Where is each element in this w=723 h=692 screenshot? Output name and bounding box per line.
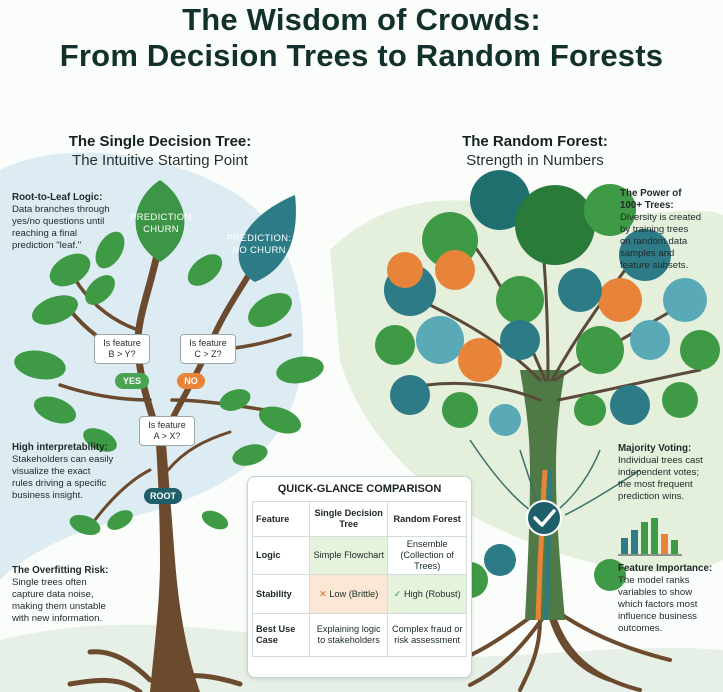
- prediction-no-churn-label: PREDICTION: NO CHURN: [226, 233, 292, 257]
- main-title-line-2: From Decision Trees to Random Forests: [59, 38, 664, 73]
- row-single-value: Simple Flowchart: [308, 536, 389, 575]
- decision-node-b-y: Is feature B > Y?: [94, 334, 150, 364]
- yes-branch-tag: YES: [115, 373, 149, 389]
- row-forest-value: Ensemble (Collection of Trees): [387, 536, 467, 575]
- note-importance-line: which factors most: [618, 599, 698, 610]
- note-root-to-leaf-line: yes/no questions until: [12, 216, 105, 227]
- prediction-churn-label: PREDICTION: CHURN: [130, 212, 195, 236]
- bar-chart-icon: [618, 518, 682, 556]
- row-single-value-text: Low (Brittle): [329, 588, 379, 599]
- comparison-title: QUICK-GLANCE COMPARISON: [277, 483, 442, 495]
- decision-node-a-x: Is feature A > X?: [139, 416, 195, 446]
- note-majority-title: Majority Voting:: [618, 443, 692, 454]
- prediction-churn-label-line-2: CHURN: [143, 224, 179, 235]
- row-single-value: ✕ Low (Brittle): [308, 574, 389, 614]
- note-power-line: Diversity is created: [620, 212, 702, 223]
- note-importance-title: Feature Importance:: [618, 563, 713, 574]
- note-power-title-line-2: 100+ Trees:: [620, 200, 674, 211]
- note-power-title-line-1: The Power of: [620, 188, 682, 199]
- check-mark-icon: ✓: [393, 588, 402, 599]
- decision-node-b-y-line-2: B > Y?: [108, 349, 136, 359]
- row-feature: Logic: [252, 536, 310, 575]
- note-power-of-trees: The Power of 100+ Trees: Diversity is cr…: [620, 188, 720, 272]
- note-interpretability: High interpretability: Stakeholders can …: [12, 442, 137, 502]
- left-section-title: The Single Decision Tree:: [68, 133, 252, 150]
- row-feature: Best Use Case: [252, 613, 310, 657]
- note-interpretability-line: rules driving a specific: [12, 478, 107, 489]
- note-root-to-leaf-line: reaching a final: [12, 228, 78, 239]
- left-section-subtitle: The Intuitive Starting Point: [72, 152, 248, 169]
- comparison-panel: QUICK-GLANCE COMPARISON Feature Single D…: [247, 476, 472, 678]
- no-branch-tag: NO: [177, 373, 205, 389]
- x-mark-icon: ✕: [319, 588, 327, 599]
- note-importance-line: The model ranks: [618, 575, 690, 586]
- table-row: Best Use Case Explaining logic to stakeh…: [252, 613, 467, 657]
- note-majority-voting: Majority Voting: Individual trees cast i…: [618, 443, 722, 503]
- root-tag: ROOT: [144, 488, 182, 504]
- note-importance-line: variables to show: [618, 587, 693, 598]
- right-section-title: The Random Forest:: [462, 133, 608, 150]
- note-interpretability-line: visualize the exact: [12, 466, 91, 477]
- comparison-header-row: Feature Single Decision Tree Random Fore…: [252, 501, 467, 537]
- note-overfitting-line: Single trees often: [12, 577, 87, 588]
- decision-node-a-x-line-2: A > X?: [153, 431, 181, 441]
- note-overfitting-line: capture data noise,: [12, 589, 94, 600]
- note-interpretability-line: Stakeholders can easily: [12, 454, 114, 465]
- check-circle-icon: [526, 500, 562, 536]
- decision-node-a-x-line-1: Is feature: [148, 420, 186, 430]
- note-interpretability-title: High interpretability:: [12, 442, 108, 453]
- note-feature-importance: Feature Importance: The model ranks vari…: [618, 563, 722, 635]
- note-majority-line: the most frequent: [618, 479, 693, 490]
- note-power-line: feature subsets.: [620, 260, 689, 271]
- note-power-line: samples and: [620, 248, 675, 259]
- note-root-to-leaf-line: prediction "leaf.": [12, 240, 82, 251]
- decision-node-b-y-line-1: Is feature: [103, 338, 141, 348]
- note-power-line: by training trees: [620, 224, 689, 235]
- row-forest-value: ✓ High (Robust): [387, 574, 467, 614]
- note-interpretability-line: business insight.: [12, 490, 83, 501]
- row-forest-value-text: High (Robust): [403, 588, 461, 599]
- note-power-line: on random data: [620, 236, 688, 247]
- table-row: Logic Simple Flowchart Ensemble (Collect…: [252, 536, 467, 575]
- right-section-subtitle: Strength in Numbers: [466, 152, 604, 169]
- row-forest-value: Complex fraud or risk assessment: [387, 613, 467, 657]
- random-forest-graphic: [375, 170, 720, 692]
- note-root-to-leaf: Root-to-Leaf Logic: Data branches throug…: [12, 192, 137, 252]
- decision-node-c-z-line-2: C > Z?: [194, 349, 222, 359]
- prediction-churn-leaf: [135, 180, 185, 262]
- row-feature: Stability: [252, 574, 310, 614]
- comparison-table: Feature Single Decision Tree Random Fore…: [252, 501, 467, 657]
- comparison-header-single: Single Decision Tree: [308, 501, 389, 537]
- row-single-value: Explaining logic to stakeholders: [308, 613, 389, 657]
- note-majority-line: independent votes;: [618, 467, 700, 478]
- note-importance-line: influence business: [618, 611, 697, 622]
- prediction-no-churn-label-line-2: NO CHURN: [232, 245, 286, 256]
- main-title-line-1: The Wisdom of Crowds:: [182, 2, 541, 37]
- prediction-churn-label-line-1: PREDICTION:: [130, 212, 195, 223]
- note-importance-line: outcomes.: [618, 623, 663, 634]
- prediction-no-churn-leaf: [238, 195, 296, 282]
- note-root-to-leaf-title: Root-to-Leaf Logic:: [12, 192, 103, 203]
- comparison-header-forest: Random Forest: [387, 501, 467, 537]
- table-row: Stability ✕ Low (Brittle) ✓ High (Robust…: [252, 574, 467, 614]
- decision-node-c-z: Is feature C > Z?: [180, 334, 236, 364]
- note-root-to-leaf-line: Data branches through: [12, 204, 110, 215]
- note-overfitting: The Overfitting Risk: Single trees often…: [12, 565, 127, 625]
- note-overfitting-title: The Overfitting Risk:: [12, 565, 109, 576]
- note-overfitting-line: making them unstable: [12, 601, 106, 612]
- note-majority-line: prediction wins.: [618, 491, 685, 502]
- prediction-no-churn-label-line-1: PREDICTION:: [226, 233, 292, 244]
- note-overfitting-line: with new information.: [12, 613, 103, 624]
- note-majority-line: Individual trees cast: [618, 455, 703, 466]
- decision-node-c-z-line-1: Is feature: [189, 338, 227, 348]
- comparison-header-feature: Feature: [252, 501, 310, 537]
